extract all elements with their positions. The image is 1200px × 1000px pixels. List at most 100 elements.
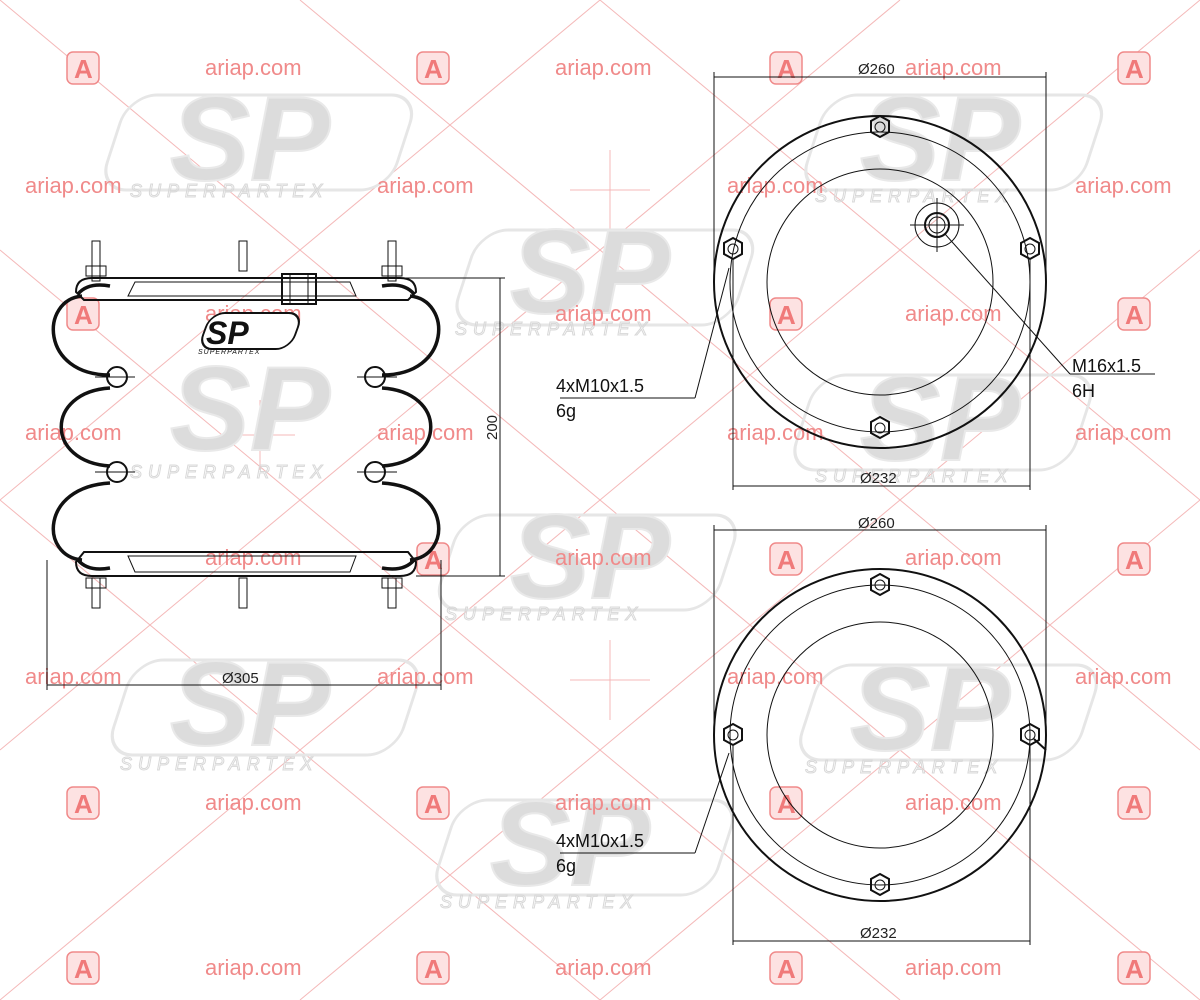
watermark-brand: SP SUPERPARTEX SP SUPERPARTEX SP SUPERPA… xyxy=(104,71,1104,913)
outer-diameter-label: Ø260 xyxy=(858,61,895,78)
sp-watermark-word: SP xyxy=(850,642,1011,776)
site-watermark: ariap.com xyxy=(905,545,1002,570)
a-badge: A xyxy=(1117,51,1151,85)
bolt-right xyxy=(1020,236,1040,261)
side-view: SP SUPERPARTEX 200 Ø305 xyxy=(46,240,505,690)
bolt-circle-label: Ø232 xyxy=(860,470,897,487)
sp-watermark-sub: SUPERPARTEX xyxy=(130,181,328,201)
sp-watermark-word: SP xyxy=(490,777,651,911)
bolt-tolerance-label: 6g xyxy=(556,856,576,876)
bottom-studs xyxy=(85,577,403,609)
site-watermark: ariap.com xyxy=(727,173,824,198)
site-watermark: ariap.com xyxy=(377,173,474,198)
a-badge: A xyxy=(416,786,450,820)
sp-watermark-sub: SUPERPARTEX xyxy=(120,754,318,774)
a-badge: A xyxy=(769,786,803,820)
bottom-plate xyxy=(74,551,418,577)
a-badge: A xyxy=(769,51,803,85)
svg-text:A: A xyxy=(424,789,443,819)
port-callout: M16x1.5 6H xyxy=(944,233,1155,401)
bolt-circle-label: Ø232 xyxy=(860,925,897,942)
top-plan-view: Ø260 Ø232 4xM10x1.5 6g M16x1.5 6H xyxy=(556,61,1155,490)
site-watermark: ariap.com xyxy=(727,664,824,689)
sp-watermark-sub: SUPERPARTEX xyxy=(445,604,643,624)
site-watermark: ariap.com xyxy=(727,420,824,445)
svg-text:A: A xyxy=(74,789,93,819)
bolt-bottom xyxy=(870,415,890,440)
outer-diameter-dimension: Ø260 xyxy=(713,61,1047,282)
outer-diameter-label: Ø260 xyxy=(858,515,895,532)
site-watermark: ariap.com xyxy=(25,420,122,445)
site-watermark: ariap.com xyxy=(905,301,1002,326)
sp-watermark-sub: SUPERPARTEX xyxy=(440,892,638,912)
bolt-left xyxy=(723,722,743,747)
svg-text:A: A xyxy=(1125,54,1144,84)
width-dimension: Ø305 xyxy=(46,560,442,690)
site-watermark: ariap.com xyxy=(555,545,652,570)
a-badge: A xyxy=(769,297,803,331)
site-watermark: ariap.com xyxy=(205,955,302,980)
bolt-spec-label: 4xM10x1.5 xyxy=(556,831,644,851)
bolt-left xyxy=(723,236,743,261)
a-badge: A xyxy=(66,297,100,331)
bellows xyxy=(51,294,441,562)
sp-watermark-1: SP SUPERPARTEX xyxy=(104,71,414,207)
a-badge: A xyxy=(769,542,803,576)
site-watermark: ariap.com xyxy=(555,55,652,80)
sp-watermark-3: SP SUPERPARTEX xyxy=(804,71,1104,207)
bolt-tolerance-label: 6g xyxy=(556,401,576,421)
svg-text:A: A xyxy=(1125,545,1144,575)
sp-watermark-sub: SUPERPARTEX xyxy=(805,757,1003,777)
svg-text:A: A xyxy=(1125,789,1144,819)
sp-watermark-word: SP xyxy=(860,352,1021,486)
site-watermark: ariap.com xyxy=(905,55,1002,80)
svg-text:A: A xyxy=(424,545,443,575)
sp-watermark-6: SP SUPERPARTEX xyxy=(437,489,737,625)
site-watermark: ariap.com xyxy=(205,545,302,570)
a-badge: A xyxy=(416,951,450,985)
sp-watermark-4: SP SUPERPARTEX xyxy=(130,341,333,483)
bolt-top xyxy=(870,572,890,597)
site-watermark: ariap.com xyxy=(905,790,1002,815)
outer-diameter-dimension: Ø260 xyxy=(713,515,1047,735)
a-badge: A xyxy=(66,786,100,820)
svg-text:A: A xyxy=(74,54,93,84)
site-watermark: ariap.com xyxy=(1075,173,1172,198)
bolt-circle-dimension: Ø232 xyxy=(732,746,1031,945)
bolt-circle-dimension: Ø232 xyxy=(732,260,1031,490)
sp-logo-sub: SUPERPARTEX xyxy=(198,349,260,356)
sp-watermark-word: SP xyxy=(510,205,671,339)
svg-text:A: A xyxy=(777,954,796,984)
svg-text:A: A xyxy=(777,54,796,84)
a-badge: A xyxy=(66,951,100,985)
sp-watermark-7: SP SUPERPARTEX xyxy=(110,636,420,775)
svg-text:A: A xyxy=(74,300,93,330)
height-label: 200 xyxy=(484,415,501,440)
svg-text:A: A xyxy=(424,954,443,984)
site-watermark: ariap.com xyxy=(25,173,122,198)
sp-logo-word: SP xyxy=(206,315,249,351)
site-watermark: ariap.com xyxy=(1075,420,1172,445)
svg-text:A: A xyxy=(74,954,93,984)
site-watermark: ariap.com xyxy=(205,790,302,815)
watermark-badges: A A A A A A A A A A A A A A A A A A xyxy=(66,51,1151,985)
sp-watermark-8: SP SUPERPARTEX xyxy=(799,641,1098,778)
site-watermark: ariap.com xyxy=(377,420,474,445)
bottom-plan-view: Ø260 Ø232 4xM10x1.5 6g xyxy=(556,515,1047,945)
bolt-top xyxy=(870,114,890,139)
site-watermark: ariap.com xyxy=(205,55,302,80)
site-watermark: ariap.com xyxy=(555,301,652,326)
bolt-bottom xyxy=(870,872,890,897)
svg-text:A: A xyxy=(777,545,796,575)
air-port xyxy=(910,198,964,252)
a-badge: A xyxy=(1117,786,1151,820)
port-tolerance-label: 6H xyxy=(1072,381,1095,401)
svg-text:A: A xyxy=(777,789,796,819)
site-watermark: ariap.com xyxy=(555,790,652,815)
site-watermark: ariap.com xyxy=(905,955,1002,980)
sp-product-logo: SP SUPERPARTEX xyxy=(198,312,300,356)
port-spec-label: M16x1.5 xyxy=(1072,356,1141,376)
bolt-callout: 4xM10x1.5 6g xyxy=(556,267,730,421)
sp-watermark-word: SP xyxy=(170,637,331,771)
